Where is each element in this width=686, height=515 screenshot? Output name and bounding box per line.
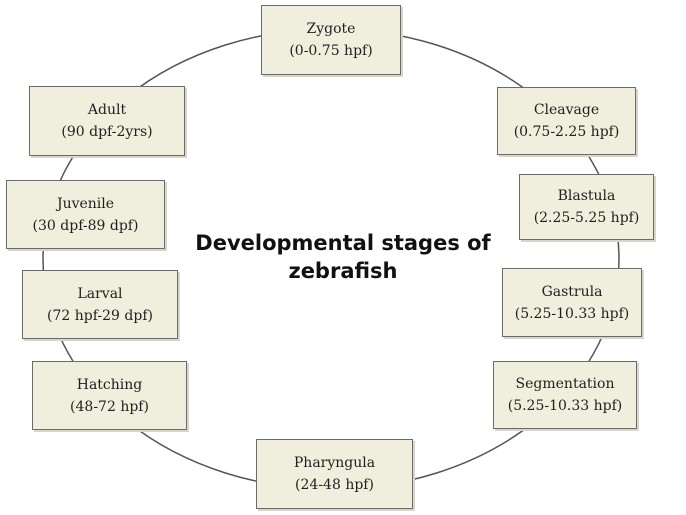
stage-range: (24-48 hpf) — [295, 477, 374, 493]
stage-range: (5.25-10.33 hpf) — [507, 398, 623, 414]
stage-box-pharyngula: Pharyngula (24-48 hpf) — [256, 439, 413, 509]
stage-box-hatching: Hatching (48-72 hpf) — [32, 361, 187, 430]
diagram-title-line-2: zebrafish — [288, 259, 398, 283]
stage-name: Hatching — [76, 376, 143, 393]
stage-range: (2.25-5.25 hpf) — [533, 210, 640, 226]
stage-range: (0-0.75 hpf) — [289, 43, 373, 59]
stage-name: Larval — [77, 285, 123, 302]
stage-name: Gastrula — [541, 283, 603, 300]
stage-range: (30 dpf-89 dpf) — [32, 217, 139, 234]
stage-range: (48-72 hpf) — [70, 398, 149, 415]
stage-range: (5.25-10.33 hpf) — [514, 305, 630, 322]
stage-name: Segmentation — [515, 376, 615, 392]
stage-name: Blastula — [557, 188, 616, 204]
stage-box-adult: Adult (90 dpf-2yrs) — [29, 86, 185, 156]
stage-box-blastula: Blastula (2.25-5.25 hpf) — [519, 174, 654, 240]
stage-name: Zygote — [306, 21, 356, 37]
stage-box-juvenile: Juvenile (30 dpf-89 dpf) — [6, 180, 165, 249]
stage-range: (90 dpf-2yrs) — [61, 124, 153, 140]
diagram-title: Developmental stages of zebrafish — [168, 229, 518, 285]
stage-box-larval: Larval (72 hpf-29 dpf) — [22, 270, 178, 339]
stage-box-gastrula: Gastrula (5.25-10.33 hpf) — [502, 268, 642, 337]
stage-range: (72 hpf-29 dpf) — [47, 307, 153, 324]
stage-box-cleavage: Cleavage (0.75-2.25 hpf) — [497, 87, 636, 155]
stage-name: Adult — [87, 102, 127, 118]
stage-name: Cleavage — [533, 102, 600, 118]
stage-box-zygote: Zygote (0-0.75 hpf) — [261, 5, 401, 75]
stage-name: Pharyngula — [293, 455, 376, 471]
diagram-title-line-1: Developmental stages of — [195, 231, 491, 255]
stage-name: Juvenile — [56, 195, 115, 212]
stage-range: (0.75-2.25 hpf) — [513, 124, 620, 140]
stage-box-segmentation: Segmentation (5.25-10.33 hpf) — [493, 361, 637, 429]
